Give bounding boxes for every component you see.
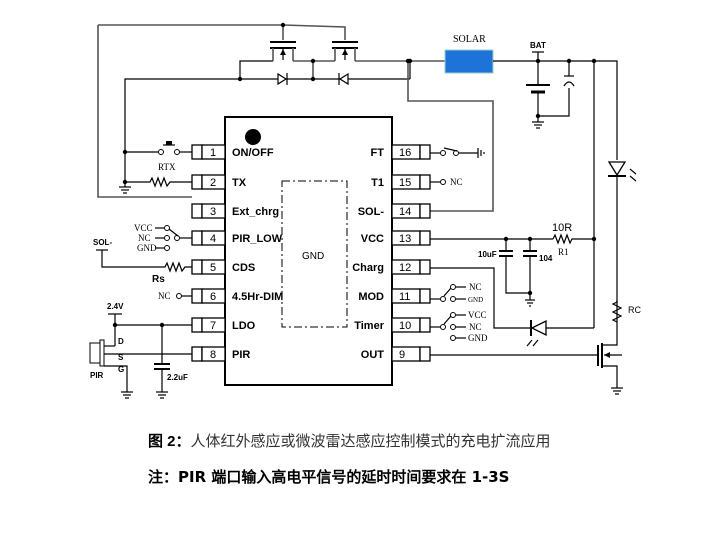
right-pin: 11 MOD: [358, 288, 431, 304]
gnd-pad: [281, 180, 348, 328]
pin-number: 10: [399, 320, 411, 332]
pin-number: 14: [399, 206, 411, 218]
pin-label: FT: [371, 147, 385, 159]
pin-label: SOL-: [358, 206, 385, 218]
pin1-marker: [245, 129, 261, 145]
pin-number: 7: [210, 320, 216, 332]
pin-label: ON/OFF: [232, 147, 274, 159]
r1-value: 10R: [552, 222, 572, 234]
pin-number: 3: [210, 206, 216, 218]
pin-number: 16: [399, 147, 411, 159]
pin-number: 12: [399, 262, 411, 274]
cap-22-label: 2.2uF: [167, 373, 188, 382]
right-pin: 13 VCC: [361, 230, 431, 246]
mod-gnd: GND: [468, 296, 483, 304]
left-pin: 5 CDS: [191, 259, 255, 275]
rc-label: RC: [628, 305, 641, 315]
rtx-label: RTX: [158, 162, 176, 172]
gnd-pad-label: GND: [302, 251, 324, 262]
pin-label: LDO: [232, 320, 256, 332]
pin-label: Ext_chrg: [232, 206, 279, 218]
left-pin: 2 TX: [191, 174, 247, 190]
left-pin: 6 4.5Hr-DIM: [191, 288, 283, 304]
left-pin: 7 LDO: [191, 317, 256, 333]
pir-g: G: [118, 365, 124, 374]
timer-gnd: GND: [468, 333, 488, 343]
ground-cap: [156, 391, 168, 399]
left-pin: 1 ON/OFF: [191, 144, 274, 160]
right-pin: 12 Charg: [352, 259, 431, 275]
pin-label: Timer: [354, 320, 384, 332]
timer-nc: NC: [469, 322, 482, 332]
p4-nc: NC: [138, 233, 151, 243]
figure-caption: 图 2：人体红外感应或微波雷达感应控制模式的充电扩流应用: [148, 430, 551, 451]
pin-number: 1: [210, 147, 216, 159]
pir-s: S: [118, 353, 124, 362]
p4-vcc: VCC: [134, 223, 153, 233]
ground-rtx: [119, 182, 131, 194]
mosfets-top: [270, 41, 358, 61]
right-pin: 10 Timer: [354, 317, 431, 333]
left-pin: 4 PIR_LOW: [191, 230, 283, 246]
figure-text: 人体红外感应或微波雷达感应控制模式的充电扩流应用: [190, 432, 551, 450]
right-pin: 9 OUT: [361, 346, 431, 362]
pin-number: 11: [399, 291, 410, 303]
ground-pir: [121, 391, 133, 399]
solar-panel: [444, 49, 494, 74]
pin-number: 6: [210, 291, 216, 303]
pir-label: PIR: [90, 371, 104, 380]
sol-minus-label: SOL-: [93, 238, 112, 247]
rs-label: Rs: [152, 274, 165, 285]
pin-label: Charg: [352, 262, 384, 274]
left-pin: 8 PIR: [191, 346, 250, 362]
right-pin: 14 SOL-: [358, 203, 431, 219]
solar-label: SOLAR: [453, 34, 486, 45]
pin-label: OUT: [361, 349, 385, 361]
p4-gnd: GND: [137, 243, 157, 253]
t1-nc: NC: [450, 177, 463, 187]
figure-label: 图 2：: [148, 433, 191, 450]
ic-body: [224, 116, 393, 386]
p6-nc: NC: [158, 291, 171, 301]
bat-label: BAT: [530, 41, 546, 50]
pin-label: T1: [371, 177, 384, 189]
left-pin: 3 Ext_chrg: [191, 203, 279, 219]
pir-d: D: [118, 337, 124, 346]
left-pins: 1 ON/OFF 2 TX 3 Ext_chrg 4 PIR_LOW 5 CDS 6 4.5Hr-DI…: [191, 144, 283, 362]
ft-switch: [430, 147, 485, 158]
pin-number: 4: [210, 233, 216, 245]
pin-label: 4.5Hr-DIM: [232, 291, 283, 303]
pin-label: VCC: [361, 233, 384, 245]
v24-label: 2.4V: [107, 302, 124, 311]
mod-nc: NC: [469, 282, 482, 292]
pin-label: TX: [232, 177, 247, 189]
pin-label: MOD: [358, 291, 384, 303]
pin-number: 15: [399, 177, 411, 189]
ground-bat: [532, 116, 544, 129]
pin-label: PIR: [232, 349, 250, 361]
right-pin: 16 FT: [371, 144, 431, 160]
diodes-top: [277, 72, 349, 86]
right-pin: 15 T1: [371, 174, 431, 190]
timer-vcc: VCC: [468, 310, 487, 320]
r1-label: R1: [558, 247, 569, 257]
pin-number: 8: [210, 349, 216, 361]
cap-10-label: 10uF: [478, 250, 497, 259]
pin-label: CDS: [232, 262, 255, 274]
pin-number: 9: [399, 349, 405, 361]
figure-note: 注：PIR 端口输入高电平信号的延时时间要求在 1-3S: [148, 468, 510, 486]
pin1-switch: [125, 141, 192, 155]
pin-number: 2: [210, 177, 216, 189]
right-pins: 16 FT 15 T1 14 SOL- 13 VCC 12 Charg 11 MOD 10 Timer 9 O…: [352, 144, 431, 362]
pin-label: PIR_LOW: [232, 233, 283, 245]
pin-number: 13: [399, 233, 411, 245]
cap-104-label: 104: [539, 254, 553, 263]
pin-number: 5: [210, 262, 216, 274]
